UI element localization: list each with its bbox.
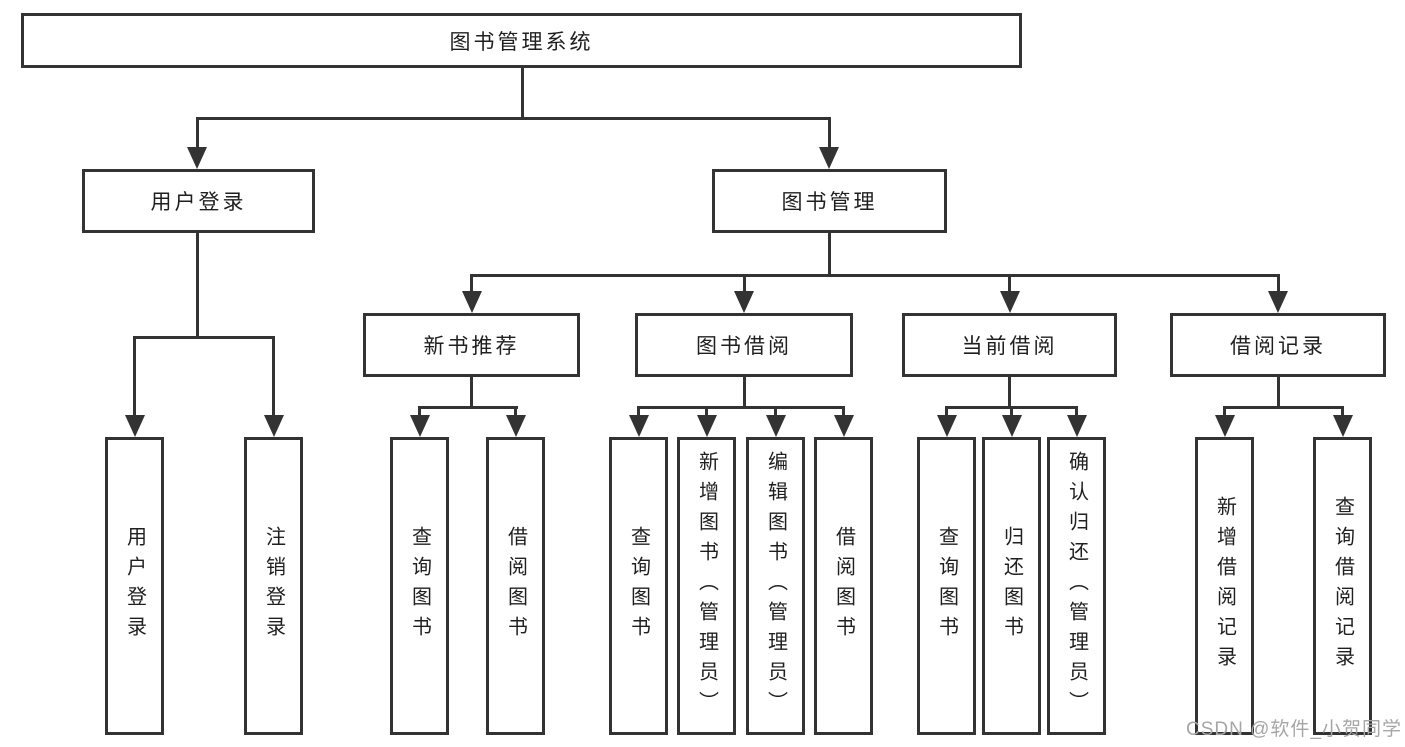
node-new-book-recommend: 新书推荐 [363, 313, 580, 377]
connector-stem [470, 274, 473, 293]
connector-stem [827, 117, 831, 148]
connector-stem [945, 406, 948, 417]
leaf-nb-query-books: 查询图书 [390, 437, 449, 735]
arrowhead-down-icon [1268, 291, 1288, 313]
connector-stem [418, 406, 421, 417]
leaf-bb-borrow-books: 借阅图书 [814, 437, 873, 735]
node-borrow-records: 借阅记录 [1170, 313, 1386, 377]
connector-stem [133, 336, 136, 417]
leaf-label: 查询图书 [935, 526, 958, 646]
connector-stem [1008, 274, 1011, 293]
node-current-borrow: 当前借阅 [902, 313, 1117, 377]
leaf-bb-add-books-admin: 新增图书（管理员） [677, 437, 736, 735]
connector-stem [637, 406, 640, 417]
arrowhead-down-icon [1066, 415, 1087, 437]
arrowhead-down-icon [461, 291, 482, 313]
connector-book-management-stem [827, 233, 831, 277]
arrowhead-down-icon [819, 147, 839, 169]
connector-borrow-records-stem [1276, 377, 1280, 409]
connector-new-book-rail [418, 406, 518, 409]
connector-book-borrow-rail [637, 406, 845, 409]
node-book-borrow: 图书借阅 [635, 313, 853, 377]
connector-stem [1075, 406, 1078, 417]
arrowhead-down-icon [696, 415, 717, 437]
arrowhead-down-icon [1001, 415, 1022, 437]
connector-current-borrow-stem [1008, 377, 1011, 409]
connector-stem [774, 406, 777, 417]
connector-level2-rail [196, 117, 831, 120]
leaf-br-query-borrow-record: 查询借阅记录 [1313, 437, 1372, 735]
connector-user-login-stem [195, 233, 199, 339]
arrowhead-down-icon [765, 415, 786, 437]
connector-stem [1341, 406, 1344, 417]
connector-root-stem [520, 68, 524, 120]
arrowhead-down-icon [409, 415, 430, 437]
arrowhead-down-icon [734, 291, 754, 313]
leaf-logout-login: 注销登录 [244, 437, 303, 735]
leaf-bb-query-books: 查询图书 [609, 437, 668, 735]
connector-stem [842, 406, 845, 417]
node-user-login: 用户登录 [82, 169, 315, 233]
leaf-bb-edit-books-admin: 编辑图书（管理员） [746, 437, 805, 735]
leaf-label: 编辑图书（管理员） [764, 451, 787, 721]
arrowhead-down-icon [999, 291, 1020, 313]
leaf-label: 查询图书 [408, 526, 431, 646]
leaf-cb-return-books: 归还图书 [982, 437, 1041, 735]
watermark: CSDN @软件_小贺同学 [1186, 719, 1402, 740]
connector-stem [705, 406, 708, 417]
connector-new-book-stem [470, 377, 473, 409]
connector-stem [1223, 406, 1226, 417]
arrowhead-down-icon [628, 415, 649, 437]
leaf-label: 新增借阅记录 [1213, 496, 1236, 676]
connector-stem [1010, 406, 1013, 417]
connector-user-login-rail [133, 336, 275, 339]
leaf-label: 注销登录 [262, 526, 285, 646]
leaf-label: 归还图书 [1000, 526, 1023, 646]
leaf-label: 借阅图书 [832, 526, 855, 646]
connector-level3-rail [470, 274, 1280, 277]
arrowhead-down-icon [833, 415, 854, 437]
leaf-cb-query-books: 查询图书 [917, 437, 976, 735]
arrowhead-down-icon [505, 415, 526, 437]
leaf-nb-borrow-books: 借阅图书 [486, 437, 545, 735]
connector-stem [514, 406, 517, 417]
connector-stem [1276, 274, 1280, 293]
arrowhead-down-icon [124, 415, 145, 437]
arrowhead-down-icon [263, 415, 284, 437]
leaf-cb-confirm-return-admin: 确认归还（管理员） [1047, 437, 1106, 735]
connector-stem [195, 117, 199, 148]
connector-book-borrow-stem [742, 377, 746, 409]
arrowhead-down-icon [187, 147, 207, 169]
leaf-label: 用户登录 [123, 526, 146, 646]
node-library-management-system: 图书管理系统 [21, 13, 1022, 68]
leaf-label: 借阅图书 [504, 526, 527, 646]
arrowhead-down-icon [936, 415, 957, 437]
leaf-label: 查询图书 [627, 526, 650, 646]
connector-borrow-records-rail [1223, 406, 1344, 409]
leaf-user-login: 用户登录 [105, 437, 164, 735]
connector-stem [272, 336, 275, 417]
leaf-label: 确认归还（管理员） [1065, 451, 1088, 721]
leaf-br-add-borrow-record: 新增借阅记录 [1195, 437, 1254, 735]
connector-stem [742, 274, 746, 293]
arrowhead-down-icon [1332, 415, 1353, 437]
arrowhead-down-icon [1214, 415, 1235, 437]
leaf-label: 新增图书（管理员） [695, 451, 718, 721]
node-book-management: 图书管理 [712, 169, 947, 233]
leaf-label: 查询借阅记录 [1331, 496, 1354, 676]
